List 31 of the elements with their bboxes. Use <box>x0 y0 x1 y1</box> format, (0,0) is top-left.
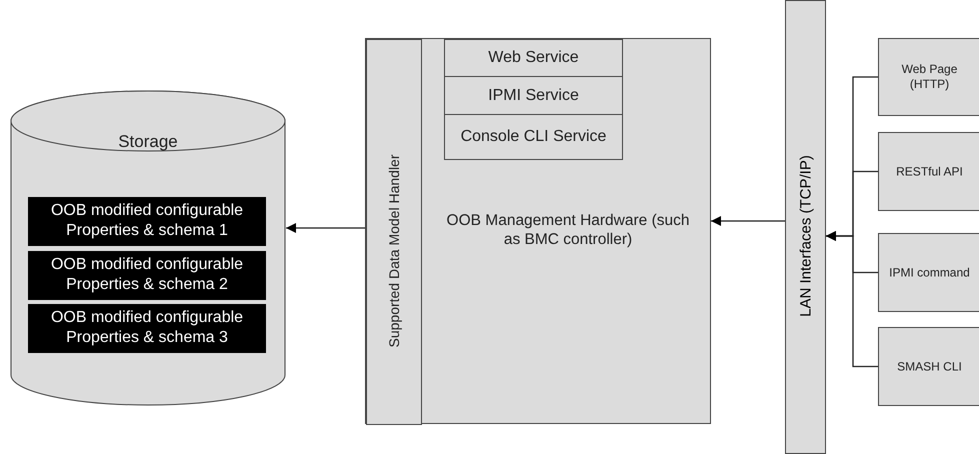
interface-box <box>878 132 979 211</box>
interface-label: Web Page (HTTP) <box>900 62 958 92</box>
service-box <box>444 114 623 160</box>
schema-label: OOB modified configurable Properties & schema 1 <box>50 201 244 241</box>
service-label: IPMI Service <box>487 86 580 104</box>
interface-label: IPMI command <box>888 265 971 280</box>
service-box <box>444 39 623 77</box>
handler-label: Supported Data Model Handler <box>386 154 402 348</box>
service-box <box>444 76 623 115</box>
hardware-label: OOB Management Hardware (such as BMC controller) <box>446 211 690 249</box>
service-label: Console CLI Service <box>460 128 608 146</box>
interface-box <box>878 327 979 406</box>
schema-box <box>28 251 266 300</box>
storage-label: Storage <box>117 132 179 152</box>
interface-label: RESTful API <box>895 164 964 179</box>
arrow <box>711 216 785 226</box>
schema-label: OOB modified configurable Properties & schema 3 <box>50 308 244 348</box>
service-label: Web Service <box>487 49 580 67</box>
schema-label: OOB modified configurable Properties & schema 2 <box>50 255 244 295</box>
storage-cylinder <box>10 90 286 406</box>
interface-box <box>878 233 979 312</box>
schema-box <box>28 197 266 246</box>
arrow <box>286 223 365 233</box>
lan-interface-strip <box>785 0 826 454</box>
hardware-box <box>365 38 711 424</box>
schema-box <box>28 304 266 353</box>
interface-label: SMASH CLI <box>896 359 963 374</box>
handler-strip <box>366 39 422 425</box>
interface-box <box>878 38 979 116</box>
lan-interface-label: LAN Interfaces (TCP/IP) <box>797 155 814 317</box>
arrow <box>826 231 878 368</box>
